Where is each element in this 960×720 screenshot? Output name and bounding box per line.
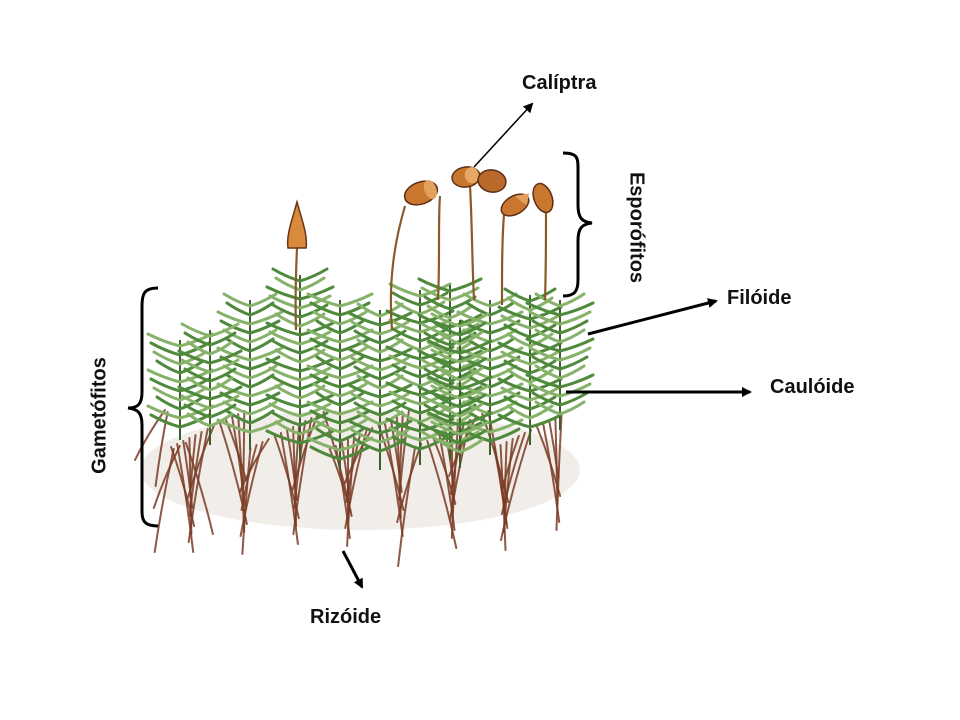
sporophytes-brace <box>562 151 593 298</box>
capsule <box>477 169 507 193</box>
sporophytes <box>286 166 554 331</box>
capsule <box>532 182 554 214</box>
capsule <box>500 193 530 217</box>
capsule <box>403 179 439 206</box>
seta <box>389 205 407 331</box>
capsule-caliptra <box>451 166 481 188</box>
seta <box>543 209 548 301</box>
gametophyte-shoots <box>146 267 595 470</box>
calyptra-cap <box>286 199 308 249</box>
filoide-arrow <box>587 298 718 336</box>
cauloide-label: Caulóide <box>770 376 855 398</box>
rizoide-label: Rizóide <box>310 606 382 628</box>
caliptra-arrow <box>473 102 534 168</box>
seta <box>468 185 476 301</box>
seta <box>500 213 506 306</box>
esporofitos-label: Esporófitos <box>625 171 648 284</box>
rhizoid-mass <box>134 409 563 567</box>
gametofitos-label: Gametófitos <box>88 357 111 474</box>
caliptra-label: Calíptra <box>522 72 597 94</box>
rizoide-arrow <box>341 550 364 589</box>
gametophytes-brace <box>127 286 159 528</box>
seta <box>294 247 299 331</box>
seta <box>436 195 442 301</box>
filoide-label: Filóide <box>727 287 792 309</box>
